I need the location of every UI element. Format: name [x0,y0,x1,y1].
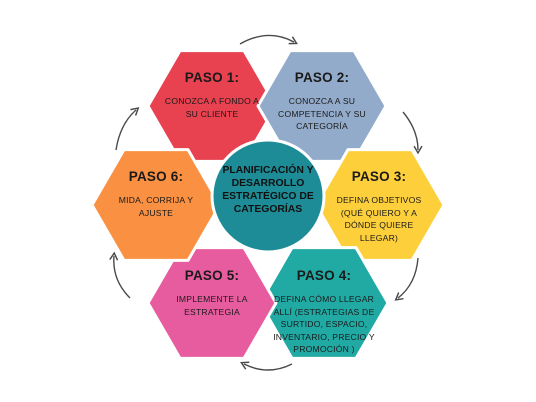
step-3-description: DEFINA OBJETIVOS (QUÉ QUIERO Y A DÓNDE Q… [336,195,422,243]
cycle-arrow-3 [394,257,419,301]
cycle-arrow-4 [240,361,293,371]
step-2-label: PASO 2: CONOZCA A SU COMPETENCIA Y SU CA… [270,70,374,133]
step-1-label: PASO 1: CONOZCA A FONDO A SU CLIENTE [160,70,264,120]
step-5-title: PASO 5: [184,268,240,283]
step-6-label: PASO 6: MIDA, CORRIJA Y AJUSTE [104,169,208,219]
step-3-label: PASO 3: DEFINA OBJETIVOS (QUÉ QUIERO Y A… [327,169,431,244]
step-6-title: PASO 6: [128,169,184,184]
center-label: PLANIFICACIÓN Y DESARROLLO ESTRATÉGICO D… [222,165,314,215]
cycle-arrow-1 [239,34,298,45]
step-4-description: DEFINA CÓMO LLEGAR ALLÍ (ESTRATEGIAS DE … [273,294,375,354]
cycle-arrow-6 [115,107,140,151]
step-1-title: PASO 1: [184,70,240,85]
step-4-label: PASO 4: DEFINA CÓMO LLEGAR ALLÍ (ESTRATE… [272,268,376,356]
cycle-arrows [109,34,423,371]
step-2-description: CONOZCA A SU COMPETENCIA Y SU CATEGORÍA [278,96,366,131]
hexagon-layer [90,49,446,360]
cycle-arrow-2 [402,111,423,155]
step-5-description: IMPLEMENTE LA ESTRATEGIA [176,294,248,317]
step-6-description: MIDA, CORRIJA Y AJUSTE [118,195,194,218]
step-4-title: PASO 4: [296,268,352,283]
step-2-title: PASO 2: [294,70,350,85]
center-circle [210,138,326,254]
step-1-description: CONOZCA A FONDO A SU CLIENTE [164,96,260,119]
cycle-arrow-5 [109,251,131,299]
step-6-hexagon [90,148,222,262]
step-3-title: PASO 3: [351,169,407,184]
step-5-label: PASO 5: IMPLEMENTE LA ESTRATEGIA [160,268,264,318]
